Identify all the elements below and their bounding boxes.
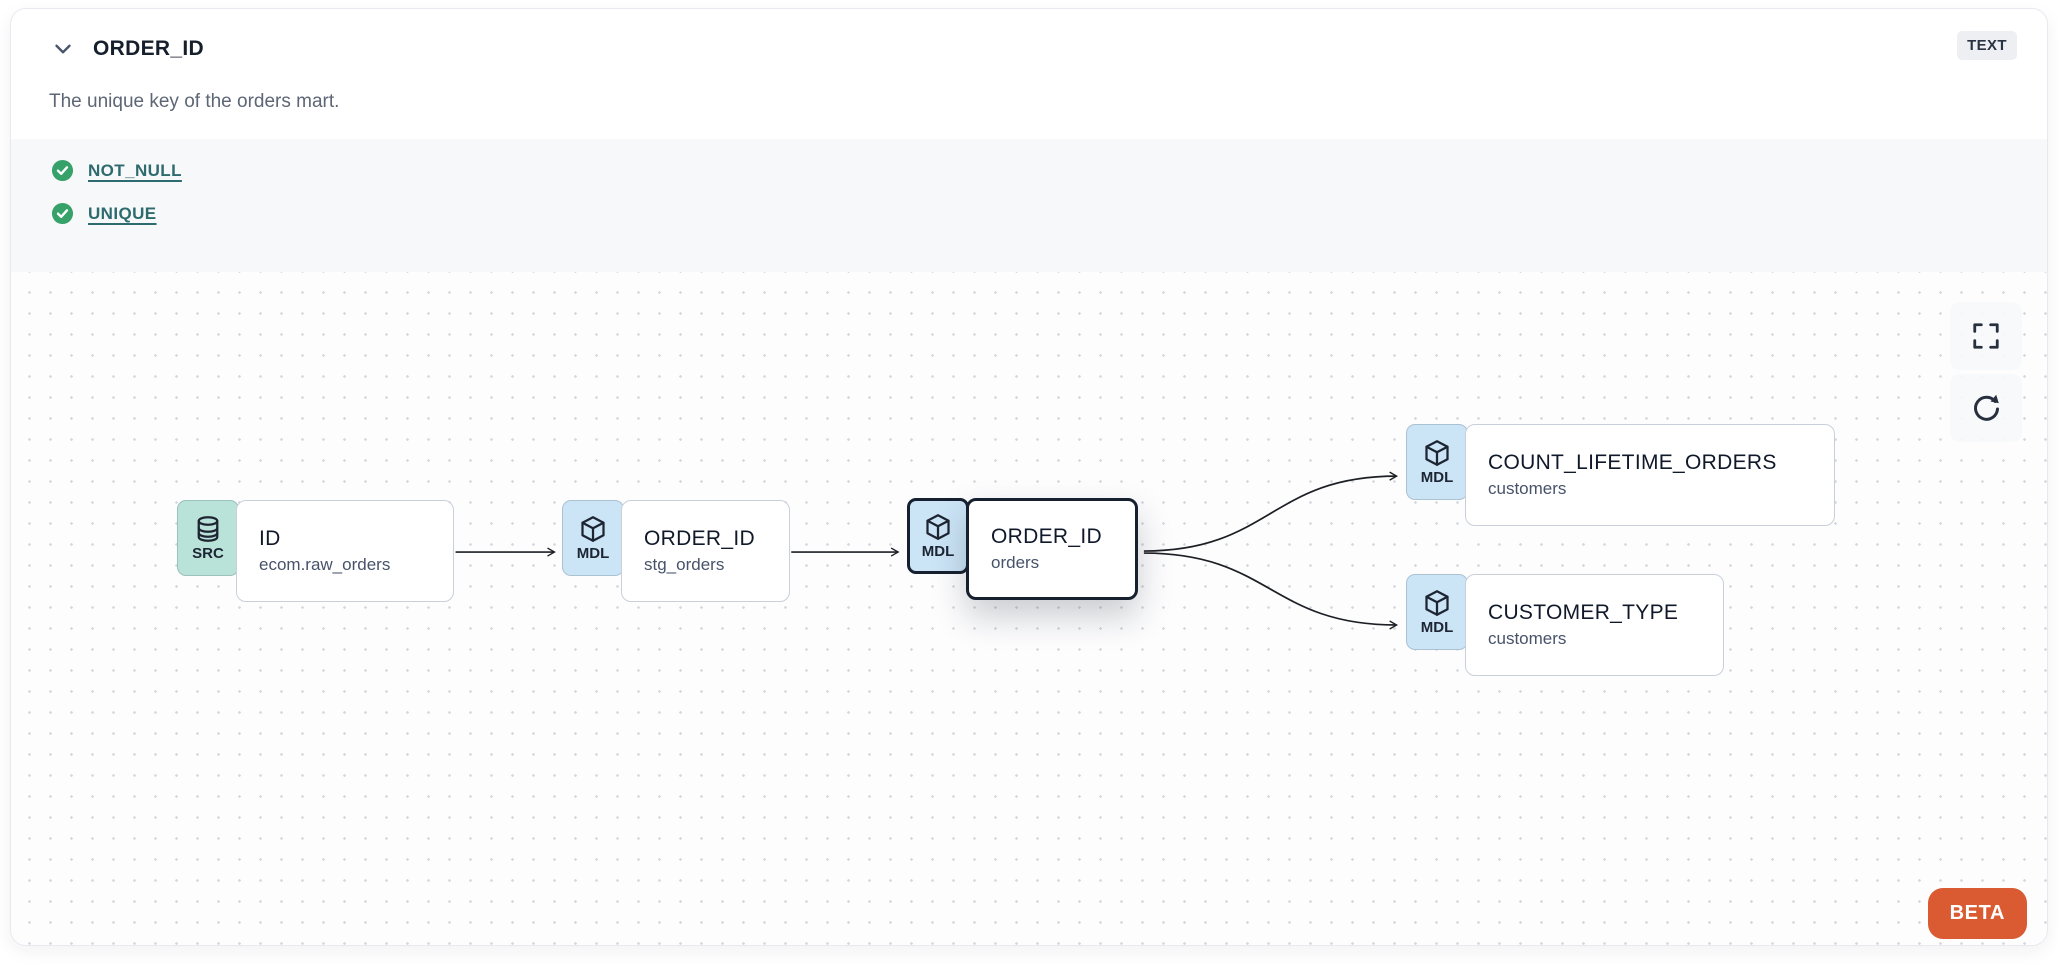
refresh-button[interactable] <box>1950 374 2022 442</box>
node-type-badge: MDL <box>1406 424 1468 500</box>
node-title: COUNT_LIFETIME_ORDERS <box>1488 451 1777 474</box>
lineage-node-count[interactable]: MDL COUNT_LIFETIME_ORDERS customers <box>1406 424 1835 526</box>
node-subtitle: stg_orders <box>644 555 725 574</box>
node-type-badge: SRC <box>177 500 239 576</box>
edge-orders-to-count <box>1143 471 1399 552</box>
node-title: ID <box>259 527 281 550</box>
node-type-badge: MDL <box>562 500 624 576</box>
column-type-badge: TEXT <box>1957 31 2017 60</box>
node-box[interactable]: ORDER_ID orders <box>966 498 1138 600</box>
collapse-chevron-button[interactable] <box>49 35 77 63</box>
test-row: NOT_NULL <box>51 159 2047 182</box>
column-description: The unique key of the orders mart. <box>49 91 340 112</box>
node-type-badge: MDL <box>1406 574 1468 650</box>
lineage-canvas[interactable]: BETA SRC ID ecom.raw_orders MDL ORDER_ID… <box>11 272 2047 945</box>
node-box[interactable]: COUNT_LIFETIME_ORDERS customers <box>1465 424 1835 526</box>
lineage-node-stg[interactable]: MDL ORDER_ID stg_orders <box>562 500 790 602</box>
chevron-down-icon <box>55 44 71 54</box>
node-box[interactable]: ID ecom.raw_orders <box>236 500 454 602</box>
node-title: CUSTOMER_TYPE <box>1488 601 1679 624</box>
node-title: ORDER_ID <box>991 525 1102 548</box>
model-cube-icon <box>1425 440 1449 466</box>
node-type-badge: MDL <box>907 498 969 574</box>
check-circle-icon <box>51 202 74 225</box>
node-subtitle: ecom.raw_orders <box>259 555 391 574</box>
beta-badge: BETA <box>1927 888 2027 939</box>
node-subtitle: customers <box>1488 629 1567 648</box>
node-box[interactable]: ORDER_ID stg_orders <box>621 500 790 602</box>
model-cube-icon <box>926 514 950 540</box>
refresh-icon <box>1974 394 1999 421</box>
canvas-controls <box>1950 302 2022 442</box>
fullscreen-icon <box>1973 323 1999 349</box>
node-type-label: MDL <box>1420 469 1454 486</box>
node-type-label: MDL <box>921 543 955 560</box>
node-box[interactable]: CUSTOMER_TYPE customers <box>1465 574 1724 676</box>
node-subtitle: orders <box>991 553 1040 572</box>
node-type-label: MDL <box>576 545 610 562</box>
test-row: UNIQUE <box>51 202 2047 225</box>
test-link-unique[interactable]: UNIQUE <box>88 203 157 223</box>
model-cube-icon <box>1425 590 1449 616</box>
source-database-icon <box>197 516 219 542</box>
model-cube-icon <box>581 516 605 542</box>
edge-orders-to-ctype <box>1143 552 1399 630</box>
lineage-edges <box>455 471 1399 630</box>
lineage-node-orders[interactable]: MDL ORDER_ID orders <box>907 498 1138 600</box>
column-detail-card: ORDER_ID TEXT The unique key of the orde… <box>10 8 2048 946</box>
node-title: ORDER_ID <box>644 527 755 550</box>
check-circle-icon <box>51 159 74 182</box>
lineage-node-src[interactable]: SRC ID ecom.raw_orders <box>177 500 454 602</box>
page-title: ORDER_ID <box>93 37 204 60</box>
node-type-label: MDL <box>1420 619 1454 636</box>
test-link-not_null[interactable]: NOT_NULL <box>88 160 182 180</box>
node-type-label: SRC <box>192 545 224 562</box>
node-subtitle: customers <box>1488 479 1567 498</box>
lineage-node-ctype[interactable]: MDL CUSTOMER_TYPE customers <box>1406 574 1724 676</box>
fullscreen-button[interactable] <box>1950 302 2022 370</box>
tests-section: NOT_NULL UNIQUE <box>11 139 2047 272</box>
header: ORDER_ID TEXT The unique key of the orde… <box>11 9 2047 139</box>
